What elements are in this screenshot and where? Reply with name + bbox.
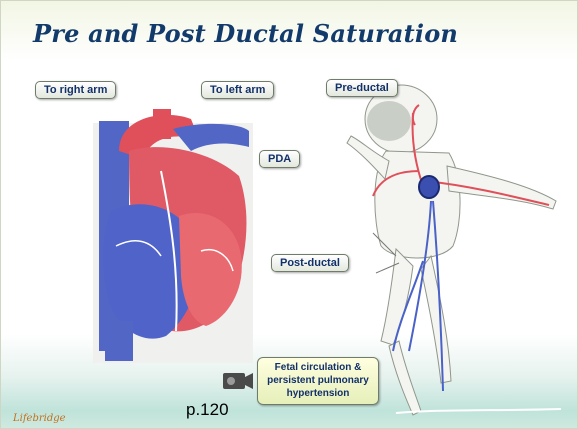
video-camera-icon — [223, 373, 253, 389]
infant-leg-2 — [421, 256, 451, 383]
label-to-left-arm: To left arm — [201, 81, 274, 99]
slide-title: Pre and Post Ductal Saturation — [33, 19, 458, 48]
inferior-vena-cava — [105, 321, 133, 361]
fetal-box-line-1: Fetal circulation & — [258, 361, 378, 374]
fetal-circulation-link[interactable]: Fetal circulation & persistent pulmonary… — [257, 357, 379, 405]
fetal-box-line-3: hypertension — [258, 387, 378, 400]
label-post-ductal: Post-ductal — [271, 254, 349, 272]
aortic-branch — [153, 109, 171, 139]
heart-illustration — [93, 109, 253, 363]
label-pda: PDA — [259, 150, 300, 168]
infant-heart — [419, 176, 439, 198]
fetal-box-line-2: persistent pulmonary — [258, 374, 378, 387]
infant-leg-3 — [389, 341, 421, 415]
label-pre-ductal: Pre-ductal — [326, 79, 398, 97]
label-to-right-arm: To right arm — [35, 81, 116, 99]
page-number: p.120 — [186, 400, 229, 420]
footer-logo: Lifebridge — [13, 413, 66, 424]
